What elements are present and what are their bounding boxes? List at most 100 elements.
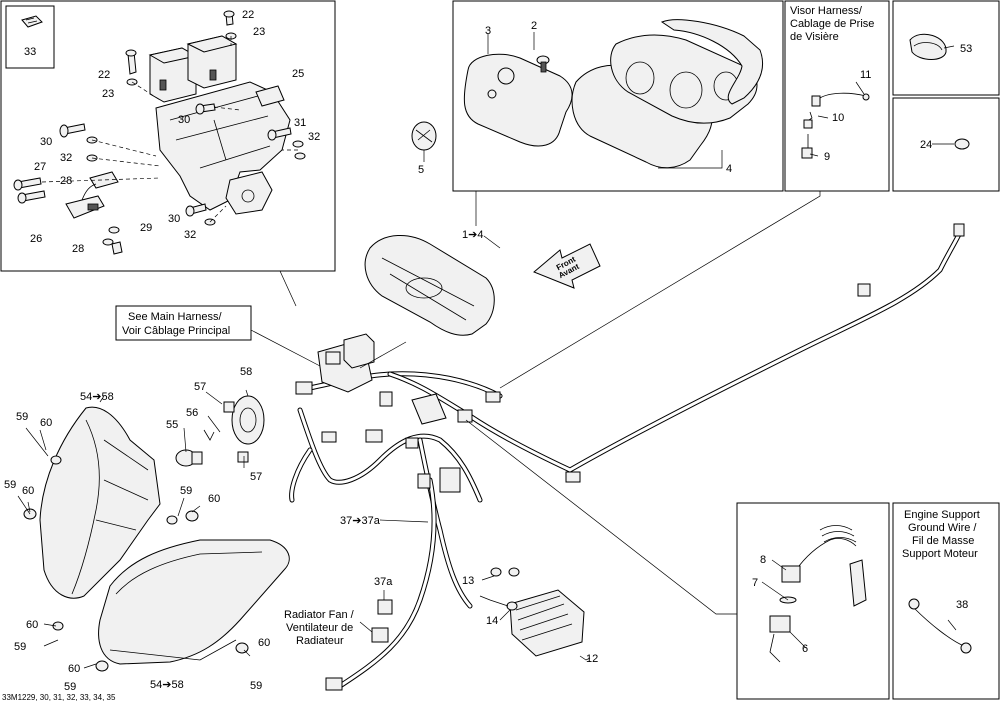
callout-26: 26	[30, 233, 42, 245]
visor-harness-box	[784, 0, 890, 192]
callout-5: 5	[418, 164, 424, 176]
part-33-clip	[21, 15, 43, 28]
callout-32: 32	[184, 229, 196, 241]
radiator-note-line3: Radiateur	[296, 635, 344, 647]
front-arrow	[533, 243, 601, 289]
callout-56: 56	[186, 407, 198, 419]
callout-4: 4	[726, 163, 732, 175]
callout-29: 29	[140, 222, 152, 234]
relay-block	[148, 35, 238, 103]
callout-60: 60	[68, 663, 80, 675]
visor-note-line2: Cablage de Prise	[790, 18, 874, 30]
callout-59: 59	[64, 681, 76, 693]
callout-60: 60	[22, 485, 34, 497]
callout-37a: 37a	[374, 576, 393, 588]
gauge-leads	[423, 32, 723, 169]
notes: See Main Harness/ Voir Câblage Principal…	[2, 5, 980, 702]
callout-57: 57	[194, 381, 206, 393]
gauge-screw	[536, 55, 550, 73]
callout-25: 25	[292, 68, 304, 80]
callout-57: 57	[250, 471, 262, 483]
radiator-note-line2: Ventilateur de	[286, 622, 353, 634]
callout-9: 9	[824, 151, 830, 163]
visor-note-line3: de Visière	[790, 31, 839, 43]
callout-8: 8	[760, 554, 766, 566]
callout-60: 60	[208, 493, 220, 505]
callout-32: 32	[308, 131, 320, 143]
cluster-gauge	[364, 234, 495, 336]
callout-3: 3	[485, 25, 491, 37]
callout-59: 59	[250, 680, 262, 692]
headlight-bulb-parts	[175, 395, 265, 467]
callout-10: 10	[832, 112, 844, 124]
mounting-bracket	[155, 81, 291, 215]
callout-37-37a: 37➔37a	[340, 515, 381, 527]
callout-7: 7	[752, 577, 758, 589]
engine-note-line4: Support Moteur	[902, 548, 978, 560]
engine-note-line2: Ground Wire /	[908, 522, 977, 534]
callout-2: 2	[531, 20, 537, 32]
gauge-bezel	[463, 53, 573, 147]
callout-38: 38	[956, 599, 968, 611]
callout-55: 55	[166, 419, 178, 431]
callout-1-4: 1➔4	[462, 229, 483, 241]
gauge-detail-box	[452, 0, 784, 192]
headlight-lens	[95, 510, 290, 672]
callout-59: 59	[14, 641, 26, 653]
callout-28: 28	[72, 243, 84, 255]
headlight-housing-left	[23, 406, 161, 631]
ground-wire	[908, 598, 972, 654]
main-harness-note-line1: See Main Harness/	[128, 311, 222, 323]
main-harness-note-line2: Voir Câblage Principal	[122, 325, 230, 337]
callout-60: 60	[258, 637, 270, 649]
callout-30: 30	[168, 213, 180, 225]
engine-note-line3: Fil de Masse	[912, 535, 974, 547]
callout-28: 28	[60, 175, 72, 187]
part-53-bracket	[909, 33, 947, 60]
bracket-fasteners	[13, 10, 306, 255]
gauge-emblem	[411, 121, 437, 151]
callout-labels: 33 22 23 22 23 25 30 30 31 32 32 27 28 2…	[4, 9, 972, 693]
dess-switch	[769, 525, 867, 663]
visor-note-line1: Visor Harness/	[790, 5, 863, 17]
part-24-grommet	[954, 138, 970, 150]
voltage-regulator	[490, 567, 585, 657]
callout-23: 23	[253, 26, 265, 38]
callout-14: 14	[486, 615, 498, 627]
part-24-box	[892, 97, 1000, 192]
callout-30: 30	[40, 136, 52, 148]
bracket-dash-lines	[41, 36, 298, 223]
leader-lines	[17, 45, 957, 669]
callout-54-58: 54➔58	[80, 391, 114, 403]
callout-60: 60	[26, 619, 38, 631]
callout-12: 12	[586, 653, 598, 665]
callout-6: 6	[802, 643, 808, 655]
callout-22: 22	[98, 69, 110, 81]
main-harness-note-box	[115, 305, 252, 341]
gauge-housing	[571, 19, 764, 169]
callout-24: 24	[920, 139, 932, 151]
switch-detail-box	[736, 502, 890, 700]
callout-32: 32	[60, 152, 72, 164]
callout-53: 53	[960, 43, 972, 55]
callout-59: 59	[180, 485, 192, 497]
callout-54-58: 54➔58	[150, 679, 184, 691]
callout-58: 58	[240, 366, 252, 378]
engine-note-line1: Engine Support	[904, 509, 980, 521]
part-33-box	[5, 5, 55, 69]
reference-number: 33M1229, 30, 31, 32, 33, 34, 35	[2, 693, 116, 702]
harness-connectors	[295, 223, 965, 691]
callout-30: 30	[178, 114, 190, 126]
callout-60: 60	[40, 417, 52, 429]
bracket-detail-box	[0, 0, 336, 272]
callout-59: 59	[16, 411, 28, 423]
radiator-note-line1: Radiator Fan /	[284, 609, 355, 621]
callout-27: 27	[34, 161, 46, 173]
callout-31: 31	[294, 117, 306, 129]
callout-13: 13	[462, 575, 474, 587]
engine-ground-box	[892, 502, 1000, 700]
part-53-box	[892, 0, 1000, 96]
callout-23: 23	[102, 88, 114, 100]
part-26-sensor	[65, 171, 119, 219]
